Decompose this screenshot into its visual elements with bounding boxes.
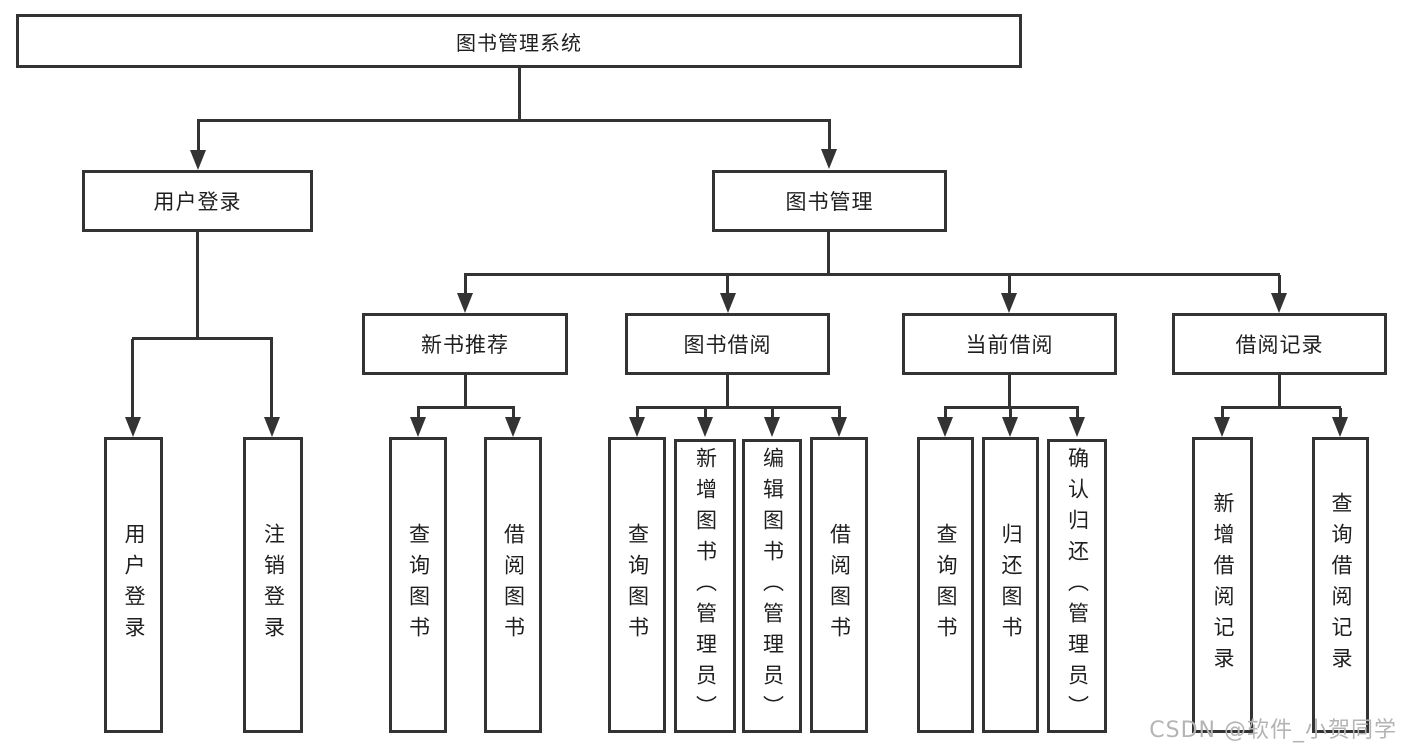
node-library-system: 图书管理系统	[16, 14, 1022, 68]
connector-line	[944, 408, 947, 420]
csdn-watermark: CSDN @软件_小贺同学	[1149, 718, 1397, 743]
leaf-current-return-books: 归还图书	[982, 437, 1039, 733]
leaf-borrow-query-books-label: 查询图书	[625, 523, 650, 647]
connector-line	[1009, 408, 1012, 420]
arrow-down-icon	[697, 417, 713, 437]
arrow-down-icon	[1069, 417, 1085, 437]
leaf-records-query-borrow-record: 查询借阅记录	[1312, 437, 1369, 733]
node-user-login: 用户登录	[82, 170, 313, 232]
connector-line	[417, 406, 515, 409]
leaf-borrow-edit-books-admin: 编辑图书（管理员）	[742, 439, 802, 733]
connector-line	[1278, 275, 1281, 295]
node-new-book-recommend-label: 新书推荐	[421, 333, 509, 357]
arrow-down-icon	[457, 293, 473, 313]
leaf-borrow-edit-books-admin-label: 编辑图书（管理员）	[760, 446, 785, 726]
leaf-borrow-query-books: 查询图书	[608, 437, 666, 733]
arrow-down-icon	[264, 417, 280, 437]
connector-line	[1076, 408, 1079, 420]
arrow-down-icon	[1214, 417, 1230, 437]
connector-line	[636, 408, 639, 420]
connector-line	[417, 408, 420, 420]
leaf-borrow-add-books-admin-label: 新增图书（管理员）	[693, 446, 718, 726]
connector-line	[464, 275, 467, 295]
arrow-down-icon	[1332, 417, 1348, 437]
node-current-borrow: 当前借阅	[902, 313, 1117, 375]
connector-line	[197, 119, 831, 122]
connector-line	[636, 406, 841, 409]
connector-line	[771, 408, 774, 420]
node-book-management-label: 图书管理	[785, 190, 874, 214]
arrow-down-icon	[410, 417, 426, 437]
leaf-user-login-label: 用户登录	[122, 523, 147, 647]
node-library-system-label: 图书管理系统	[456, 30, 582, 55]
connector-line	[704, 408, 707, 420]
connector-line	[944, 406, 1079, 409]
connector-line	[464, 273, 1280, 276]
connector-line	[1221, 406, 1341, 409]
node-borrow-records-label: 借阅记录	[1235, 333, 1324, 357]
leaf-newbooks-query-books-label: 查询图书	[406, 523, 431, 647]
connector-line	[132, 337, 273, 340]
connector-line	[1008, 374, 1011, 408]
leaf-current-confirm-return-admin-label: 确认归还（管理员）	[1065, 446, 1090, 726]
node-user-login-label: 用户登录	[153, 190, 242, 214]
node-book-management: 图书管理	[712, 170, 947, 232]
arrow-down-icon	[505, 417, 521, 437]
connector-line	[196, 231, 199, 338]
node-borrow-records: 借阅记录	[1172, 313, 1387, 375]
leaf-logout: 注销登录	[243, 437, 303, 733]
leaf-current-confirm-return-admin: 确认归还（管理员）	[1047, 439, 1107, 733]
arrow-down-icon	[1271, 293, 1287, 313]
connector-line	[518, 68, 521, 122]
arrow-down-icon	[1002, 417, 1018, 437]
connector-line	[512, 408, 515, 420]
connector-line	[827, 231, 830, 275]
connector-line	[464, 374, 467, 408]
connector-line	[270, 339, 273, 418]
connector-line	[1008, 275, 1011, 295]
leaf-newbooks-borrow-books-label: 借阅图书	[501, 523, 526, 647]
leaf-newbooks-query-books: 查询图书	[389, 437, 447, 733]
leaf-borrow-borrow-books-label: 借阅图书	[827, 523, 852, 647]
arrow-down-icon	[831, 417, 847, 437]
arrow-down-icon	[1001, 293, 1017, 313]
leaf-logout-label: 注销登录	[261, 523, 286, 647]
leaf-records-query-borrow-record-label: 查询借阅记录	[1329, 492, 1354, 678]
connector-line	[197, 121, 200, 152]
connector-line	[131, 339, 134, 418]
node-current-borrow-label: 当前借阅	[965, 333, 1054, 357]
arrow-down-icon	[937, 417, 953, 437]
node-book-borrow-label: 图书借阅	[683, 333, 772, 357]
leaf-current-query-books-label: 查询图书	[934, 523, 959, 647]
leaf-borrow-add-books-admin: 新增图书（管理员）	[674, 439, 736, 733]
node-new-book-recommend: 新书推荐	[362, 313, 568, 375]
arrow-down-icon	[190, 150, 206, 170]
connector-line	[838, 408, 841, 420]
leaf-newbooks-borrow-books: 借阅图书	[484, 437, 542, 733]
leaf-borrow-borrow-books: 借阅图书	[810, 437, 868, 733]
connector-line	[1278, 374, 1281, 408]
connector-line	[828, 121, 831, 152]
leaf-records-add-borrow-record: 新增借阅记录	[1192, 437, 1253, 733]
node-book-borrow: 图书借阅	[625, 313, 830, 375]
connector-line	[1339, 408, 1342, 420]
arrow-down-icon	[764, 417, 780, 437]
arrow-down-icon	[821, 149, 837, 169]
connector-line	[726, 275, 729, 295]
arrow-down-icon	[720, 293, 736, 313]
connector-line	[1221, 408, 1224, 420]
leaf-user-login: 用户登录	[104, 437, 163, 733]
leaf-current-query-books: 查询图书	[917, 437, 974, 733]
leaf-records-add-borrow-record-label: 新增借阅记录	[1211, 492, 1236, 678]
arrow-down-icon	[629, 417, 645, 437]
leaf-current-return-books-label: 归还图书	[999, 523, 1024, 647]
connector-line	[726, 374, 729, 408]
arrow-down-icon	[125, 417, 141, 437]
